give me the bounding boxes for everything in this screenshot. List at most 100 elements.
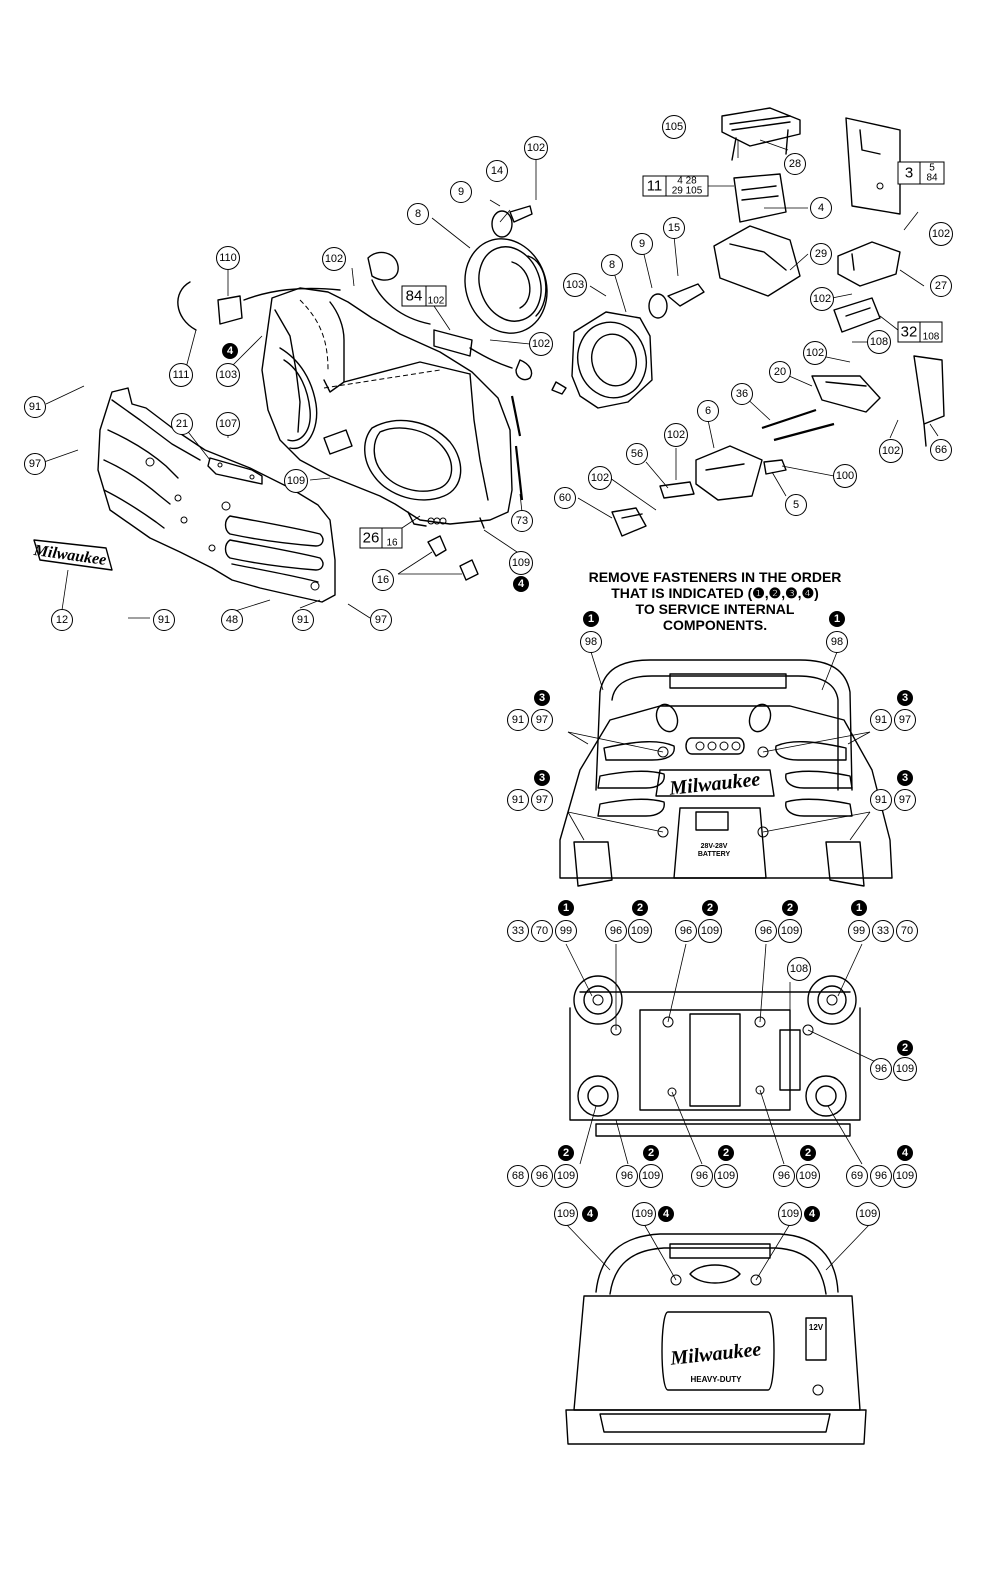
exploded-parts: Milwaukee [32,107,945,603]
callout-label: 97 [375,614,387,626]
callout-label: 109 [557,1208,575,1220]
step-label: 2 [707,902,713,914]
callout-label: 91 [29,401,41,413]
callout-96: 96 [870,1165,892,1187]
callout-label: 27 [935,280,947,292]
callout-97: 97 [894,789,916,811]
callout-91: 91 [507,709,529,731]
foot-part [459,559,479,581]
callout-label: 33 [877,925,889,937]
step-label: 2 [805,1147,811,1159]
callout-109: 109 [796,1164,820,1188]
wire-part [469,347,513,369]
callout-label: 98 [585,636,597,648]
step-label: 4 [587,1208,594,1220]
callout-label: 6 [705,405,711,417]
callout-label: 109 [859,1208,877,1220]
callout-label: 109 [642,1170,660,1182]
step-marker-2: 2 [897,1040,913,1056]
box-84-sub-bottom: 102 [428,296,445,307]
callout-21: 21 [171,413,193,435]
antenna-part [514,445,524,501]
callout-110: 110 [216,246,240,270]
top-handle-part [721,107,801,161]
callout-102: 102 [803,341,827,365]
step-label: 4 [518,578,525,590]
callout-97: 97 [370,609,392,631]
battery-label-1: 28V-28V [701,843,728,850]
callout-label: 96 [621,1170,633,1182]
callout-109: 109 [778,1202,802,1226]
transformer-part [733,173,787,223]
front-badge-text: HEAVY-DUTY [691,1375,743,1384]
callout-111: 111 [169,363,193,387]
box-26-sub-bottom: 16 [386,538,398,549]
callout-label: 109 [781,1208,799,1220]
callout-97: 97 [894,709,916,731]
callout-109: 109 [284,469,308,493]
callout-109: 109 [632,1202,656,1226]
callout-label: 109 [631,925,649,937]
callout-label: 91 [297,614,309,626]
terminal-part [611,507,647,537]
step-marker-4: 4 [222,343,238,359]
callout-102: 102 [322,247,346,271]
transformer-housing-part [713,225,801,297]
callout-label: 28 [789,158,801,170]
callout-97: 97 [531,709,553,731]
switch-part [217,295,243,325]
callout-label: 16 [377,574,389,586]
callout-96: 96 [870,1058,892,1080]
callout-label: 60 [559,492,571,504]
callout-4: 4 [810,197,832,219]
callout-68: 68 [507,1165,529,1187]
callout-label: 102 [813,293,831,305]
instruction-line: REMOVE FASTENERS IN THE ORDER [588,569,842,585]
callout-label: 68 [512,1170,524,1182]
callout-107: 107 [216,412,240,436]
battery-label-2: BATTERY [698,851,731,858]
step-label: 4 [227,345,234,357]
callout-9: 9 [450,181,472,203]
callout-label: 97 [29,458,41,470]
callout-label: 20 [774,366,786,378]
callout-label: 96 [680,925,692,937]
callout-73: 73 [511,510,533,532]
callout-102: 102 [810,287,834,311]
wire-part [243,287,341,301]
step-marker-4: 4 [897,1145,913,1161]
callout-label: 73 [516,515,528,527]
callout-70: 70 [896,920,918,942]
step-marker-2: 2 [782,900,798,916]
callout-label: 91 [158,614,170,626]
board-part [433,329,473,357]
step-label: 1 [856,902,862,914]
step-label: 4 [663,1208,670,1220]
callout-label: 21 [176,418,188,430]
main-housing-part [261,287,513,529]
callout-label: 48 [226,614,238,626]
callout-label: 108 [790,963,808,975]
box-3-sub-top: 5 [929,163,935,174]
step-marker-4: 4 [658,1206,674,1222]
callout-label: 102 [882,445,900,457]
step-marker-2: 2 [632,900,648,916]
step-marker-3: 3 [897,770,913,786]
callout-96: 96 [675,920,697,942]
front-view-logo: Milwaukee [668,1338,762,1370]
callout-109: 109 [893,1164,917,1188]
callout-label: 15 [668,222,680,234]
callout-29: 29 [810,243,832,265]
terminal-part [763,459,787,475]
callout-label: 70 [901,925,913,937]
callout-label: 96 [875,1170,887,1182]
callout-label: 100 [836,470,854,482]
callout-label: 109 [287,475,305,487]
callout-91: 91 [870,789,892,811]
antenna-part [510,395,522,437]
callout-label: 4 [818,202,824,214]
callout-label: 12 [56,614,68,626]
callout-label: 109 [799,1170,817,1182]
callout-label: 96 [875,1063,887,1075]
step-label: 1 [563,902,569,914]
